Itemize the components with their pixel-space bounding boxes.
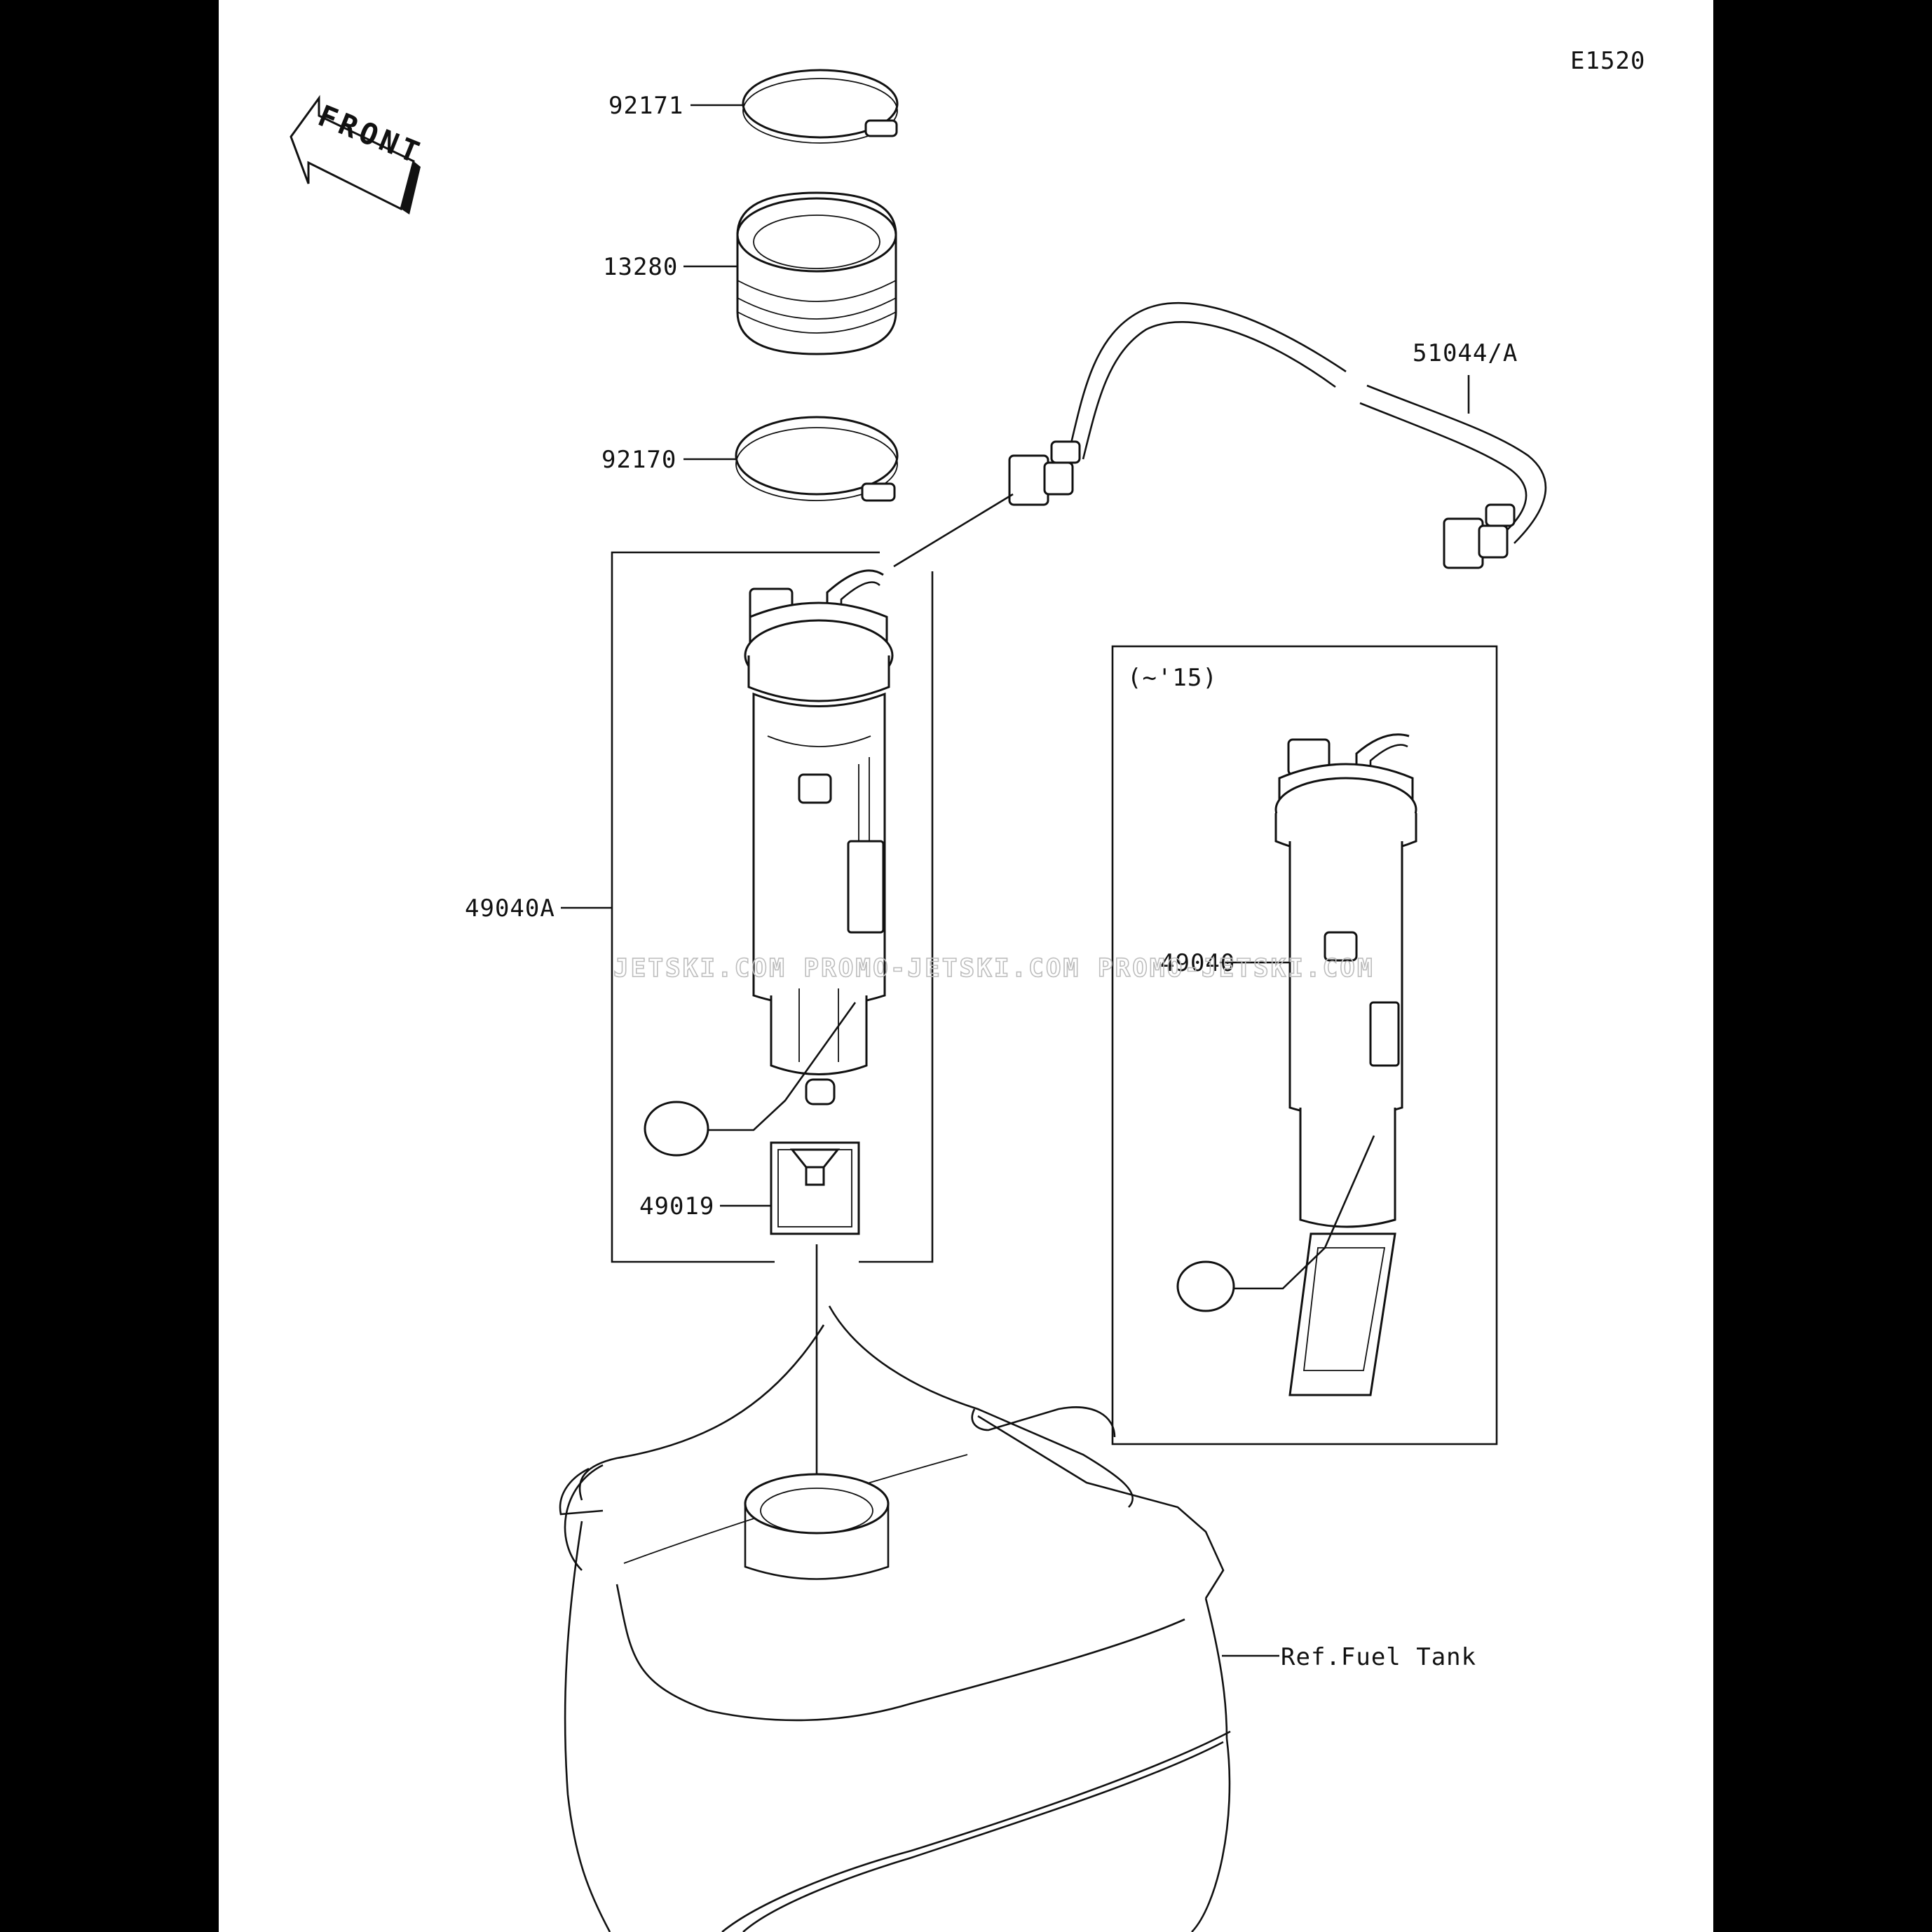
label-49040: 49040 <box>1160 949 1235 977</box>
label-51044a: 51044/A <box>1413 339 1518 367</box>
pump-49040a <box>644 569 894 1157</box>
box-49040 <box>1111 645 1498 1445</box>
label-92171: 92171 <box>608 92 683 120</box>
diagram-sheet <box>219 0 1713 1932</box>
label-fuel-tank: Ref.Fuel Tank <box>1281 1643 1476 1671</box>
fuel-tank <box>559 1305 1231 1932</box>
label-49040a: 49040A <box>465 894 555 923</box>
clamp-upper <box>742 69 899 144</box>
label-92170: 92170 <box>601 446 676 474</box>
label-13280: 13280 <box>603 253 678 281</box>
seal-ring <box>736 191 897 355</box>
front-arrow-icon: FRONT <box>290 95 428 215</box>
clamp-lower <box>735 416 899 502</box>
label-49019: 49019 <box>639 1192 714 1220</box>
variant-label: (~'15) <box>1127 664 1218 692</box>
diagram-code: E1520 <box>1570 47 1645 75</box>
fuel-hose <box>1008 302 1547 569</box>
pump-49040 <box>1176 733 1417 1396</box>
watermark: JETSKI.COM PROMO-JETSKI.COM PROMO-JETSKI… <box>613 954 1375 983</box>
filter-49019 <box>770 1141 860 1235</box>
